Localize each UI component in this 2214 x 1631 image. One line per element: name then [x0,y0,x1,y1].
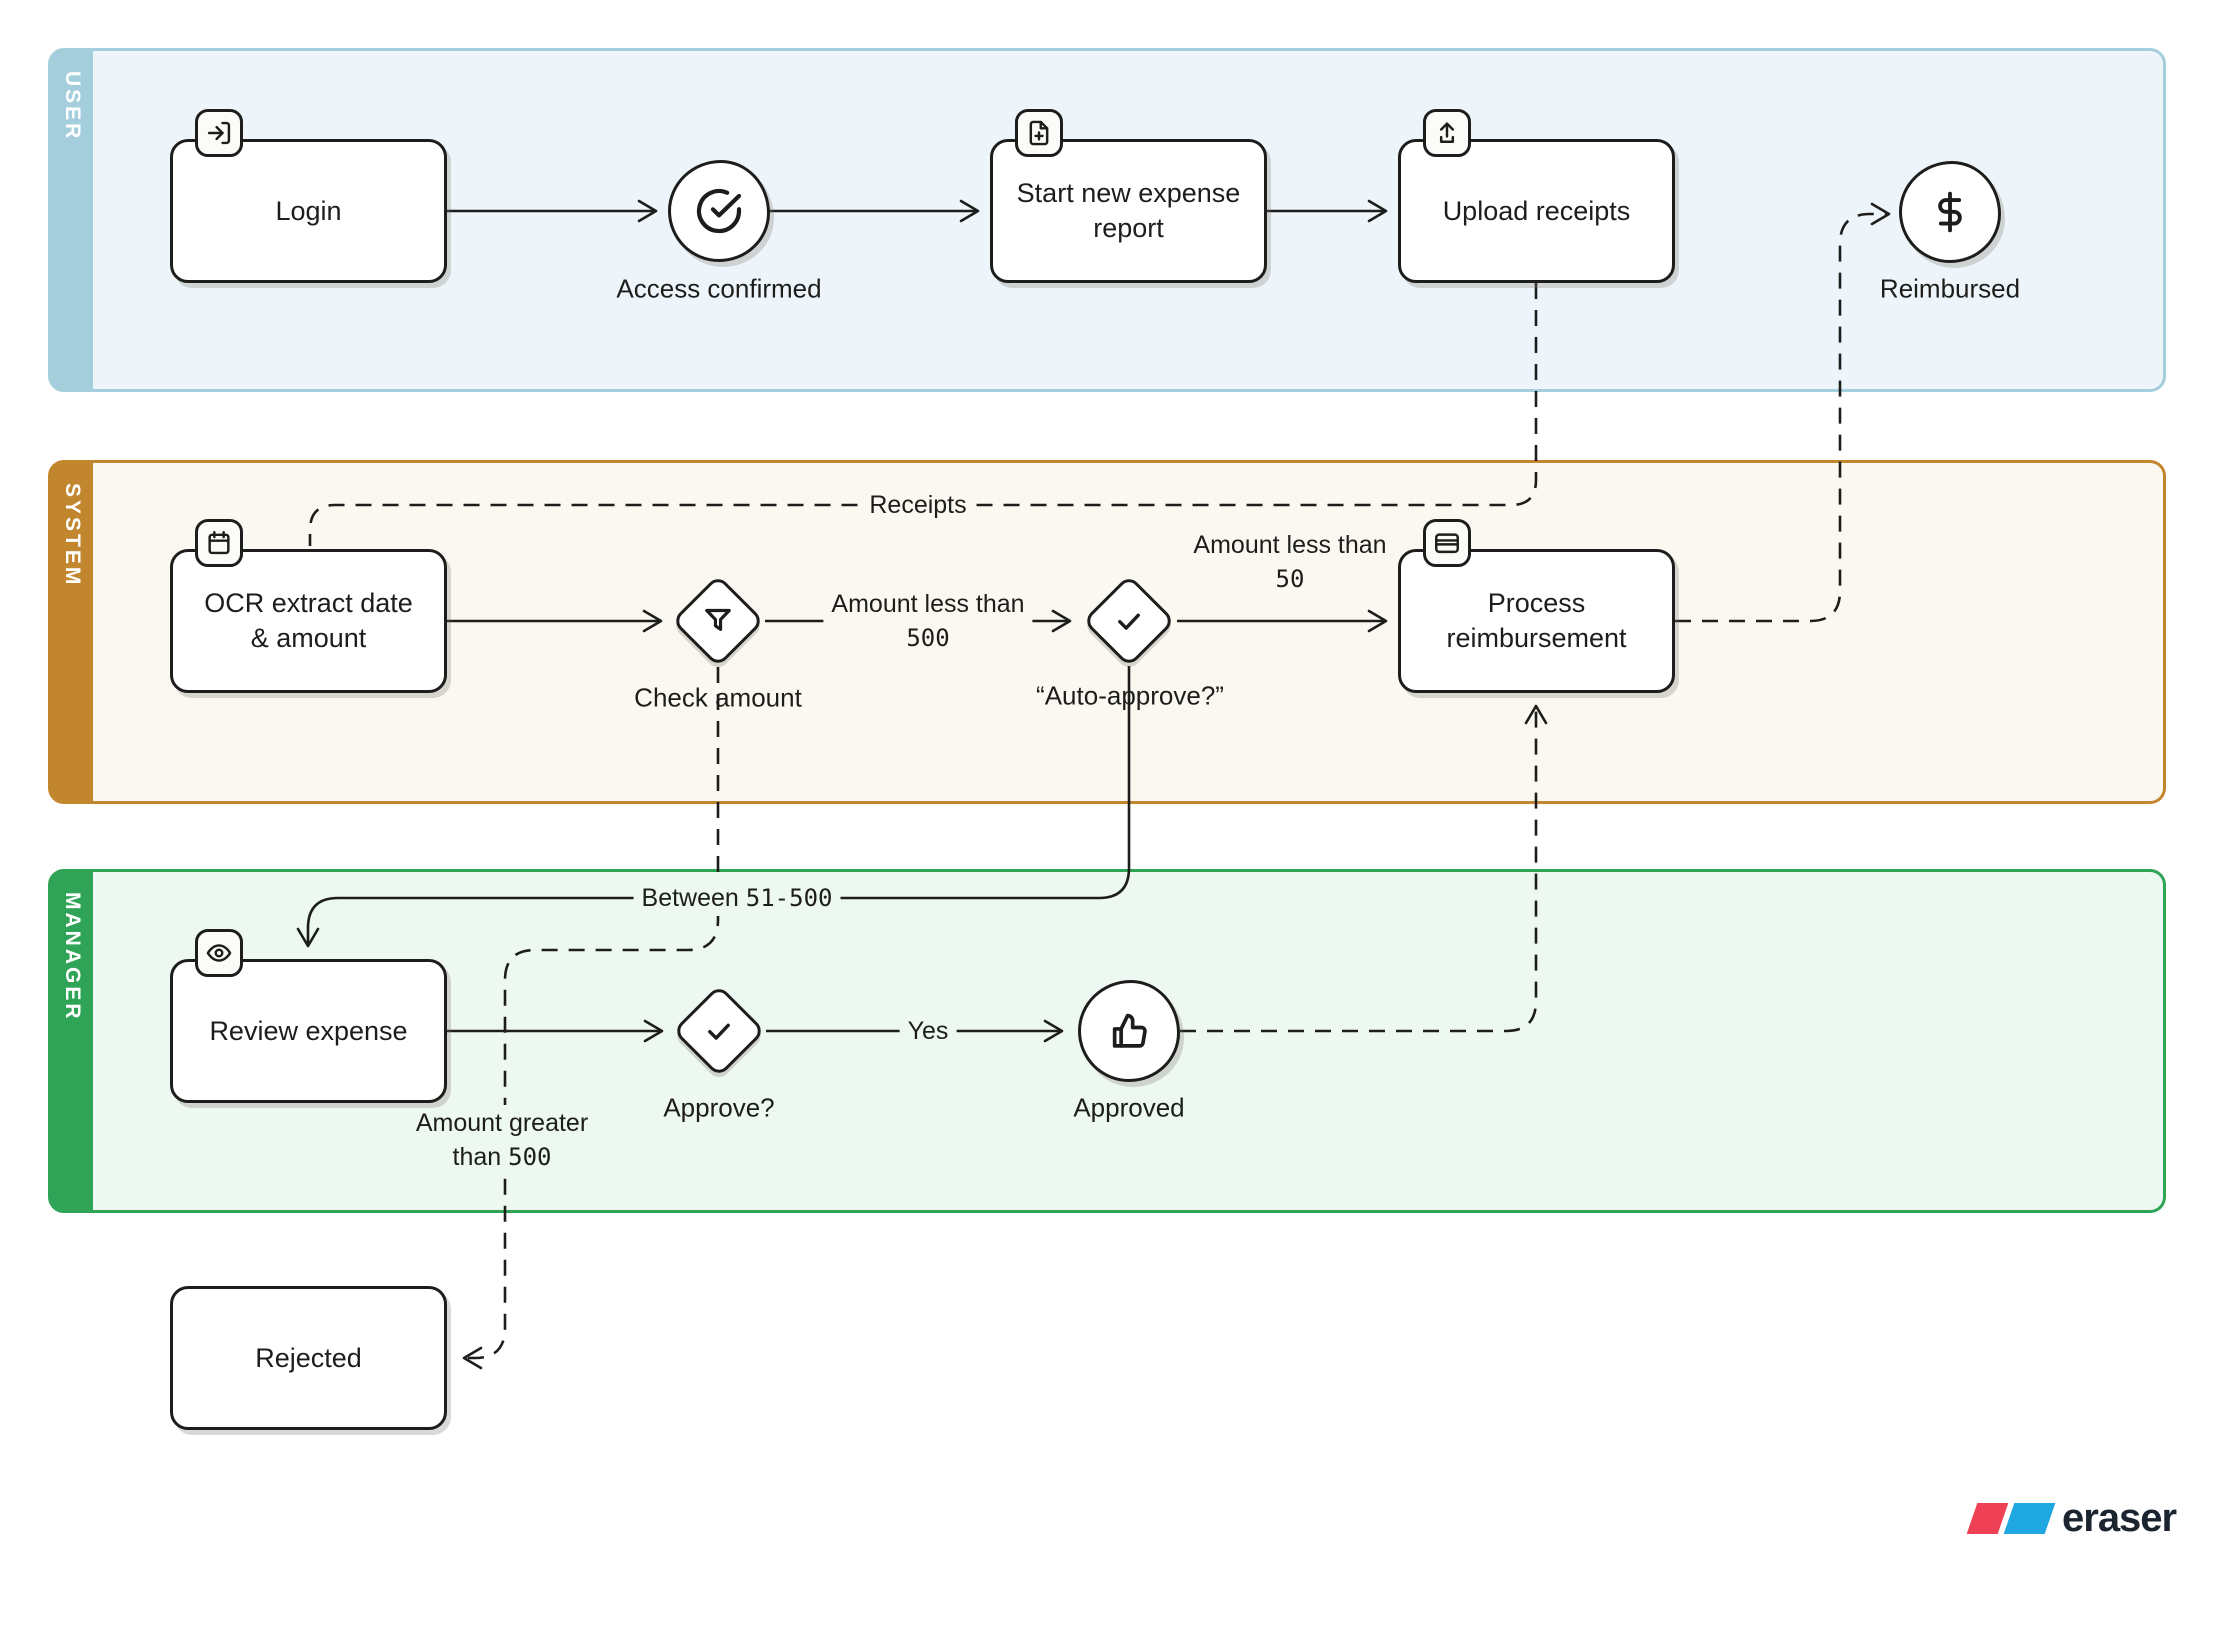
dollar-icon [1928,190,1972,234]
lane-user-strip: USER [51,51,93,389]
node-auto-approve[interactable] [1082,574,1176,668]
node-process-reimbursement-label: Process reimbursement [1446,588,1627,653]
node-process-reimbursement[interactable]: Process reimbursement [1398,519,1675,693]
eye-icon [195,929,243,977]
upload-icon [1423,109,1471,157]
node-check-amount-label: Check amount [634,682,802,713]
edge-label-between-51-500: Between 51-500 [633,880,841,916]
lane-manager-label: MANAGER [61,892,84,1022]
node-login[interactable]: Login [170,109,447,283]
node-rejected-label: Rejected [255,1342,362,1373]
funnel-icon [700,603,736,639]
edge-checkamount-rejected [462,667,720,1370]
node-review-expense-label: Review expense [209,1015,408,1046]
node-upload-receipts[interactable]: Upload receipts [1398,109,1675,283]
login-icon [195,109,243,157]
edge-label-amount-greater-500: Amount greater than 500 [407,1105,597,1175]
node-start-expense-report-label: Start new expense report [1016,178,1241,243]
credit-card-icon [1423,519,1471,567]
node-access-confirmed[interactable] [668,160,770,262]
edge-label-amount-less-500: Amount less than 500 [823,586,1033,656]
logo-red-parallelogram [1966,1503,2009,1534]
node-review-expense[interactable]: Review expense [170,929,447,1103]
edge-label-receipts: Receipts [861,487,975,523]
node-approved[interactable] [1078,980,1180,1082]
eraser-logo-text: eraser [2062,1496,2177,1540]
node-reimbursed-label: Reimbursed [1879,273,2021,304]
node-approve-label: Approve? [663,1092,775,1123]
node-auto-approve-label: “Auto-approve?” [1036,680,1224,711]
node-upload-receipts-label: Upload receipts [1442,195,1631,226]
node-approve[interactable] [672,984,766,1078]
logo-blue-parallelogram [2003,1503,2056,1534]
check-circle-icon [695,187,743,235]
eraser-logo[interactable]: eraser [1966,1496,2177,1541]
node-rejected[interactable]: Rejected [170,1286,447,1430]
edge-label-yes: Yes [899,1013,957,1049]
node-ocr-extract-label: OCR extract date & amount [204,588,413,653]
node-reimbursed[interactable] [1899,161,2001,263]
node-access-confirmed-label: Access confirmed [616,273,822,304]
node-check-amount[interactable] [671,574,765,668]
thumbs-up-icon [1108,1010,1150,1052]
node-login-label: Login [275,195,342,226]
lane-system-strip: SYSTEM [51,463,93,801]
lane-system-label: SYSTEM [61,483,84,588]
check-icon [702,1014,736,1048]
edge-approved-process [1180,704,1548,1033]
edge-label-amount-less-50: Amount less than 50 [1185,527,1395,597]
node-start-expense-report[interactable]: Start new expense report [990,109,1267,283]
lane-user-label: USER [61,71,84,142]
node-ocr-extract[interactable]: OCR extract date & amount [170,519,447,693]
node-approved-label: Approved [1073,1092,1185,1123]
lane-system[interactable]: SYSTEM [48,460,2166,804]
calendar-icon [195,519,243,567]
file-plus-icon [1015,109,1063,157]
edge-process-reimbursed [1675,202,1891,623]
eraser-logo-icon [1966,1503,2056,1534]
check-icon [1112,604,1146,638]
lane-manager-strip: MANAGER [51,872,93,1210]
